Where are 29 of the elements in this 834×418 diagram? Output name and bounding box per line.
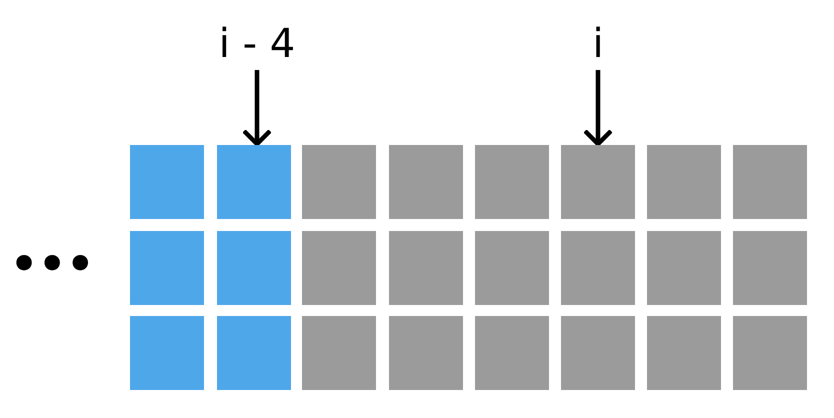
grid-square [561,316,635,390]
grid-square [561,231,635,305]
grid-square [130,316,204,390]
grid-square [647,231,721,305]
grid-square [130,145,204,219]
grid-square [302,231,376,305]
grid-square [733,231,807,305]
grid-square [302,145,376,219]
ellipsis-label: ••• [10,245,94,285]
grid-square [475,231,549,305]
arrow [582,70,614,146]
grid-square [217,316,291,390]
index-label: i [591,20,605,68]
grid-square [302,316,376,390]
grid-square [647,316,721,390]
grid-square [561,145,635,219]
grid-square [389,145,463,219]
grid-square [475,145,549,219]
grid-square [389,316,463,390]
grid-square [647,145,721,219]
index-label: i - 4 [218,20,296,68]
grid-square [217,231,291,305]
grid-square [733,145,807,219]
grid-square [217,145,291,219]
grid-square [130,231,204,305]
grid-square [389,231,463,305]
grid-square [475,316,549,390]
arrow [242,70,272,146]
grid-square [733,316,807,390]
